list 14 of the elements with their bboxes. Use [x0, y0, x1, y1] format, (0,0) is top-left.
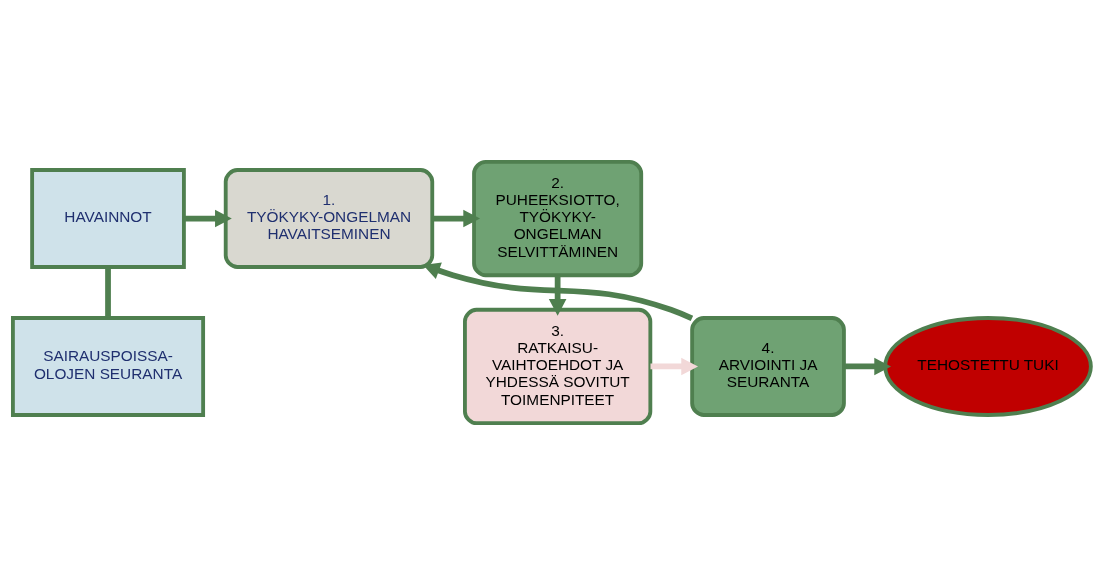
node-box: 3. RATKAISU- VAIHTOEHDOT JA YHDESSÄ SOVITUT TOIMENPITEET	[463, 307, 653, 426]
connector	[105, 267, 111, 318]
node-box: SAIRAUSPOISSA- OLOJEN SEURANTA	[11, 316, 206, 417]
node-box: 2. PUHEEKSIOTTO, TYÖKYKY- ONGELMAN SELVITTÄMINEN	[472, 159, 644, 278]
node-box: HAVAINNOT	[30, 168, 186, 269]
arrow	[423, 262, 694, 322]
node-box: 1. TYÖKYKY-ONGELMAN HAVAITSEMINEN	[223, 168, 435, 269]
arrow	[548, 275, 567, 316]
arrow	[183, 209, 232, 228]
arrow	[650, 357, 699, 376]
node-ellipse: TEHOSTETTU TUKI	[883, 316, 1093, 417]
arrow	[844, 357, 892, 376]
arrow	[432, 209, 481, 228]
node-box: 4. ARVIOINTI JA SEURANTA	[690, 316, 846, 417]
